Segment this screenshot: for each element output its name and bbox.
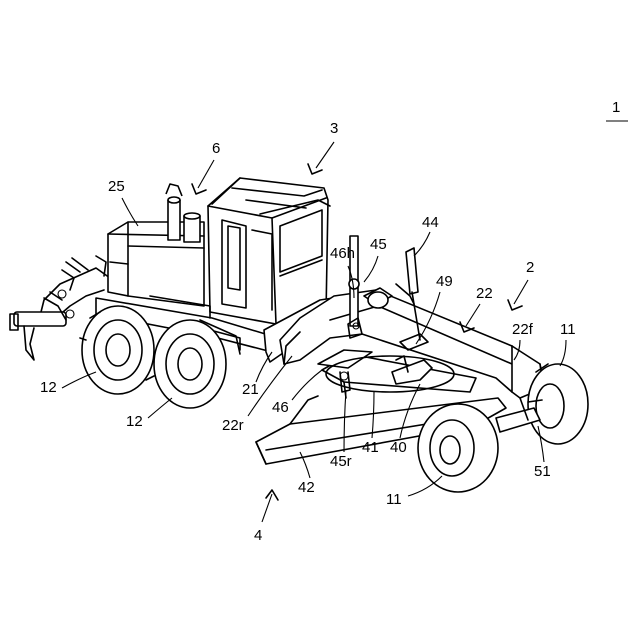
label-4: 4 <box>254 527 262 544</box>
label-51: 51 <box>534 463 551 480</box>
label-3: 3 <box>330 120 338 137</box>
label-25: 25 <box>108 178 125 195</box>
label-22: 22 <box>476 285 493 302</box>
figure-reference: 1 <box>606 99 628 121</box>
engine-hood <box>108 184 204 306</box>
label-41: 41 <box>362 439 379 456</box>
label-46: 46 <box>272 399 289 416</box>
label-11-lower: 11 <box>386 491 402 508</box>
label-11-upper: 11 <box>560 321 576 338</box>
label-49: 49 <box>436 273 453 290</box>
cab <box>208 178 330 324</box>
label-22f: 22f <box>512 321 534 338</box>
label-figure-ref: 1 <box>612 99 620 116</box>
label-42: 42 <box>298 479 315 496</box>
label-45r: 45r <box>330 453 352 470</box>
label-6: 6 <box>212 140 220 157</box>
label-21: 21 <box>242 381 259 398</box>
front-wheel-right <box>528 364 588 444</box>
label-22r: 22r <box>222 417 244 434</box>
label-2: 2 <box>526 259 534 276</box>
label-12-left: 12 <box>40 379 57 396</box>
front-wheel-left <box>418 404 498 492</box>
label-40: 40 <box>390 439 407 456</box>
label-46h: 46h <box>330 245 355 262</box>
label-44: 44 <box>422 214 439 231</box>
rear-wheel-outer <box>80 306 154 394</box>
label-45: 45 <box>370 236 387 253</box>
label-12-lower: 12 <box>126 413 143 430</box>
